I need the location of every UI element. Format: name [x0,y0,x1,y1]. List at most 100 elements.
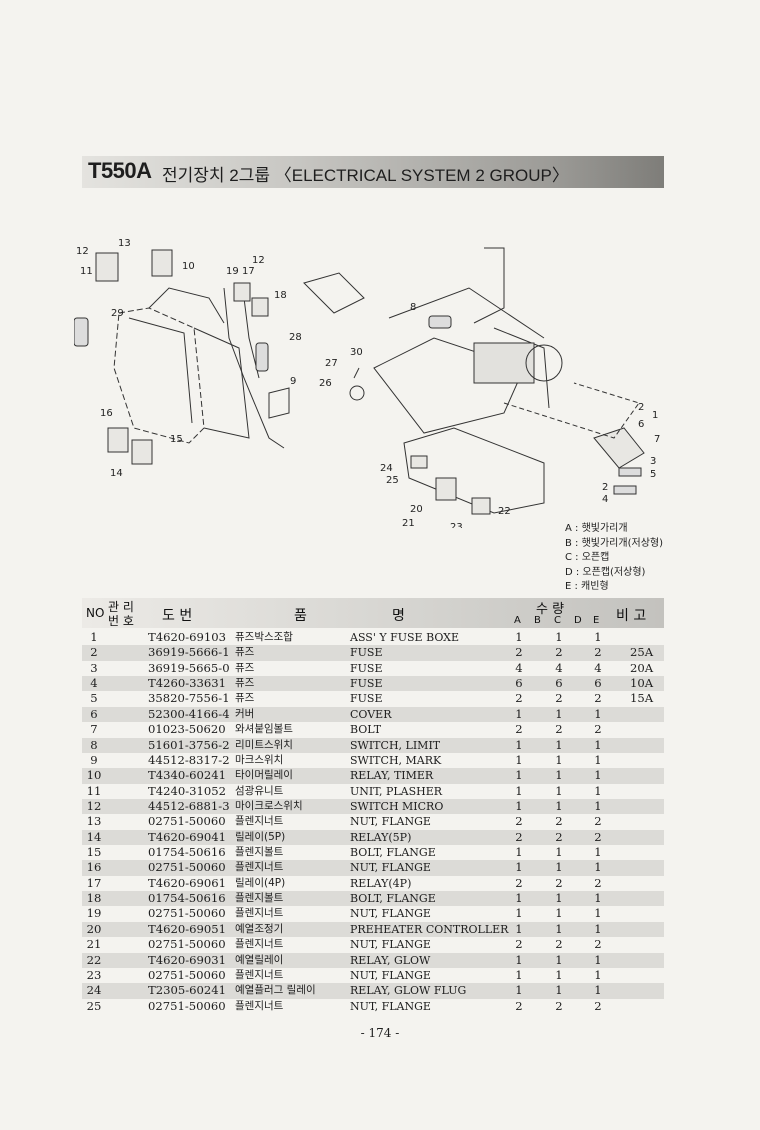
cell-korean-name: 와셔붙임볼트 [235,723,293,736]
cell-part-number: 51601-3756-2 [148,737,230,752]
cell-part-number: 35820-7556-1 [148,691,230,706]
col-no: NO [86,606,105,620]
cell-qty-c: 2 [555,645,563,660]
cell-qty-c: 2 [555,722,563,737]
cell-qty-a: 2 [515,645,523,660]
svg-text:2: 2 [602,482,608,493]
cell-qty-c: 1 [555,967,563,982]
cell-qty-c: 2 [555,998,563,1013]
cell-qty-c: 1 [555,706,563,721]
cell-no: 19 [86,906,102,921]
cell-english-name: BOLT, FLANGE [350,892,436,906]
model-legend: A : 햇빛가리개 B : 햇빛가리개(저상형) C : 오픈캡 D : 오픈캡… [565,522,663,595]
cell-qty-c: 1 [555,630,563,644]
svg-text:3: 3 [650,456,656,467]
cell-qty-c: 1 [555,906,563,921]
cell-qty-e: 2 [594,937,602,952]
cell-qty-a: 1 [515,630,523,644]
cell-no: 5 [90,691,98,706]
cell-korean-name: 플렌지너트 [235,938,284,951]
cell-qty-e: 1 [594,906,602,921]
cell-part-number: 52300-4166-4 [148,706,230,721]
cell-qty-c: 2 [555,814,563,829]
cell-korean-name: 퓨즈 [235,692,255,705]
col-product: 품 [294,608,307,624]
cell-part-number: 02751-50060 [148,860,226,875]
cell-korean-name: 플렌지너트 [235,861,284,874]
cell-qty-a: 2 [515,691,523,706]
cell-qty-e: 1 [594,783,602,798]
cell-english-name: SWITCH MICRO [350,799,444,813]
cell-qty-c: 1 [555,891,563,906]
cell-qty-e: 1 [594,752,602,767]
cell-english-name: FUSE [350,677,383,691]
cell-english-name: FUSE [350,646,383,660]
cell-korean-name: 퓨즈 [235,677,255,690]
cell-korean-name: 플렌지너트 [235,907,284,920]
cell-qty-e: 1 [594,768,602,783]
cell-part-number: 44512-8317-2 [148,752,230,767]
cell-qty-a: 1 [515,798,523,813]
cell-no: 15 [86,845,102,860]
legend-item: A : 햇빛가리개 [565,523,628,534]
svg-text:13: 13 [118,238,131,249]
svg-text:12: 12 [76,246,89,257]
cell-english-name: COVER [350,707,392,721]
cell-korean-name: 섬광유니트 [235,784,284,797]
svg-text:2: 2 [638,402,644,413]
title-band: T550A 전기장치 2그룹 〈ELECTRICAL SYSTEM 2 GROU… [82,156,664,188]
cell-english-name: RELAY, TIMER [350,769,434,783]
cell-qty-a: 1 [515,752,523,767]
cell-qty-e: 1 [594,737,602,752]
legend-item: D : 오픈캡(저상형) [565,566,646,578]
cell-part-number: T4620-69031 [148,952,227,967]
svg-text:4: 4 [602,494,608,505]
cell-english-name: BOLT, FLANGE [350,846,436,860]
svg-text:19: 19 [226,266,239,277]
cell-no: 16 [86,860,102,875]
svg-text:5: 5 [650,469,656,480]
cell-part-number: 36919-5666-1 [148,645,230,660]
cell-qty-a: 2 [515,875,523,890]
cell-no: 9 [90,752,98,767]
cell-qty-c: 1 [555,768,563,783]
cell-qty-e: 1 [594,706,602,721]
cell-qty-a: 1 [515,952,523,967]
cell-qty-c: 1 [555,860,563,875]
cell-english-name: UNIT, PLASHER [350,784,443,798]
col-remarks: 비 고 [616,608,647,624]
model-code: T550A [88,158,152,183]
cell-english-name: RELAY, GLOW [350,953,431,967]
cell-korean-name: 플렌지볼트 [235,892,284,905]
svg-text:30: 30 [350,347,363,358]
cell-no: 2 [90,645,98,660]
cell-qty-a: 2 [515,998,523,1013]
svg-text:28: 28 [289,332,302,343]
cell-english-name: SWITCH, MARK [350,753,442,767]
cell-no: 3 [90,660,98,675]
cell-no: 6 [90,706,98,721]
cell-part-number: 02751-50060 [148,937,226,952]
cell-english-name: NUT, FLANGE [350,938,431,952]
col-name: 명 [392,608,405,624]
cell-qty-e: 1 [594,891,602,906]
cell-english-name: NUT, FLANGE [350,907,431,921]
cell-no: 18 [86,891,102,906]
cell-no: 11 [86,783,102,798]
cell-part-number: T4260-33631 [148,676,227,691]
cell-no: 23 [86,967,102,982]
cell-qty-e: 1 [594,630,602,644]
cell-part-number: 01754-50616 [148,891,226,906]
cell-no: 10 [86,768,102,783]
cell-qty-a: 1 [515,768,523,783]
cell-qty-c: 1 [555,737,563,752]
